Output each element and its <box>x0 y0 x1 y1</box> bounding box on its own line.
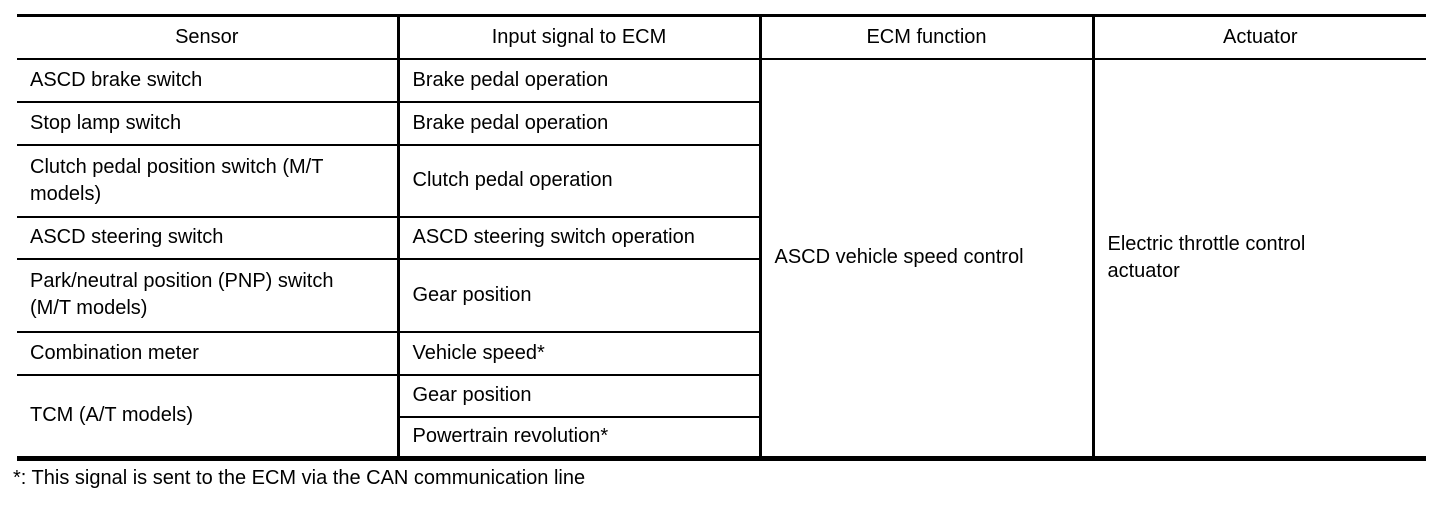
header-row: Sensor Input signal to ECM ECM function … <box>17 15 1426 60</box>
table-row: Stop lamp switch Brake pedal operation <box>17 101 1426 146</box>
table-row: Park/neutral position (PNP) switch (M/T … <box>17 258 1426 333</box>
table-row: ASCD brake switch Brake pedal operation … <box>17 58 1426 459</box>
cell-sensor: Stop lamp switch <box>17 101 398 146</box>
ascd-signal-table: Sensor Input signal to ECM ECM function … <box>17 14 1426 461</box>
table-row: ASCD steering switch ASCD steering switc… <box>17 216 1426 260</box>
cell-input-signal: Gear position <box>396 258 760 333</box>
cell-sensor: Combination meter <box>17 331 398 376</box>
cell-input-signal: ASCD steering switch operation <box>396 216 760 260</box>
table-row: Clutch pedal position switch (M/T models… <box>17 144 1426 218</box>
cell-actuator: Electric throttle control actuator <box>1091 58 1426 459</box>
cell-sensor: Clutch pedal position switch (M/T models… <box>17 144 398 218</box>
cell-sensor: ASCD steering switch <box>17 216 398 260</box>
table-row: Powertrain revolution* <box>17 416 1426 460</box>
cell-ecm-function: ASCD vehicle speed control <box>758 58 1093 459</box>
col-header-input-signal: Input signal to ECM <box>396 15 760 60</box>
footnote: *: This signal is sent to the ECM via th… <box>13 467 586 489</box>
cell-input-signal: Vehicle speed* <box>396 331 760 376</box>
cell-sensor: Park/neutral position (PNP) switch (M/T … <box>17 258 398 333</box>
col-header-sensor: Sensor <box>17 15 398 60</box>
col-header-actuator: Actuator <box>1091 15 1426 60</box>
col-header-ecm-function: ECM function <box>758 15 1093 60</box>
cell-input-signal: Brake pedal operation <box>396 58 760 103</box>
cell-sensor: ASCD brake switch <box>17 58 398 103</box>
table-row: Combination meter Vehicle speed* <box>17 331 1426 376</box>
sensor-input-ecm-actuator-table: Sensor Input signal to ECM ECM function … <box>17 14 1426 461</box>
table-row: TCM (A/T models) Gear position <box>17 374 1426 426</box>
cell-sensor: TCM (A/T models) <box>30 404 193 427</box>
cell-input-signal: Gear position <box>396 374 760 418</box>
cell-input-signal: Powertrain revolution* <box>396 416 760 460</box>
cell-input-signal: Clutch pedal operation <box>396 144 760 218</box>
cell-input-signal: Brake pedal operation <box>396 101 760 146</box>
